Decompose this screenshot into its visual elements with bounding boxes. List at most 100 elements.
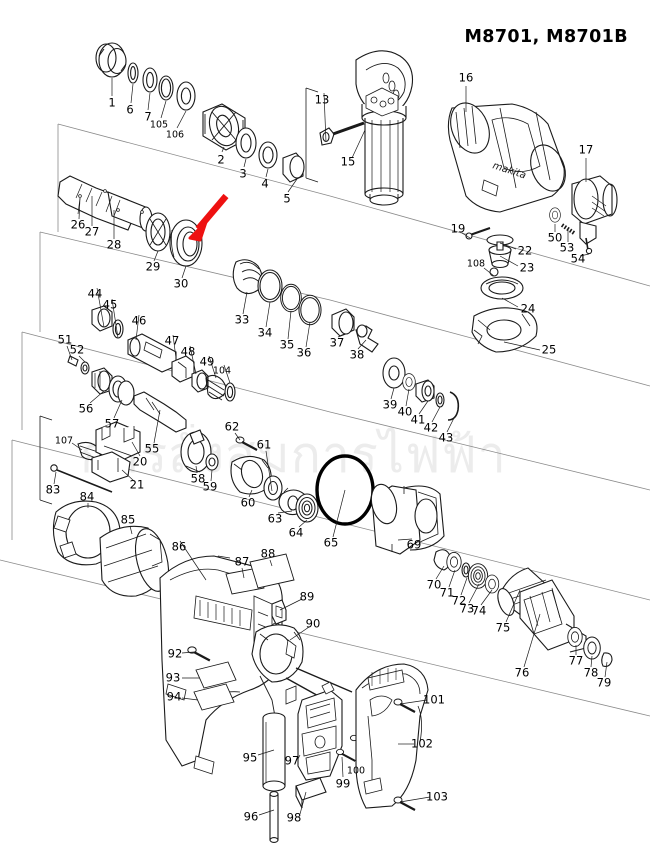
callout-59: 59: [202, 479, 218, 494]
part-37: [331, 308, 355, 337]
part-53: [560, 223, 576, 235]
part-73: [467, 563, 489, 589]
callout-6: 6: [126, 102, 134, 117]
callout-47: 47: [164, 333, 180, 348]
part-102: [355, 663, 429, 809]
callout-84: 84: [79, 489, 95, 504]
callout-19: 19: [450, 221, 466, 236]
callout-58: 58: [190, 471, 206, 486]
callout-22: 22: [517, 243, 533, 258]
part-21: [91, 451, 131, 483]
part-17: [571, 175, 618, 225]
part-97: [285, 681, 343, 781]
callout-78: 78: [583, 665, 599, 680]
part-24: [480, 276, 524, 300]
part-98: [295, 777, 327, 809]
callout-63: 63: [267, 511, 283, 526]
part-45: [112, 319, 124, 339]
part-43: [447, 391, 460, 421]
page-title: M8701, M8701B: [464, 27, 628, 47]
part-23: [488, 241, 512, 269]
callout-28: 28: [106, 237, 122, 252]
callout-69: 69: [406, 537, 422, 552]
part-64: [295, 493, 319, 523]
callout-74: 74: [471, 603, 487, 618]
callout-89: 89: [299, 589, 315, 604]
part-56: [91, 367, 113, 395]
callout-71: 71: [439, 585, 455, 600]
callout-103: 103: [426, 789, 448, 804]
part-28: [57, 175, 153, 232]
callout-106: 106: [165, 129, 185, 141]
part-99: [335, 748, 357, 762]
callout-15: 15: [340, 154, 356, 169]
callout-26: 26: [70, 217, 86, 232]
callout-34: 34: [257, 325, 273, 340]
callout-79: 79: [596, 675, 612, 690]
part-51: [67, 355, 79, 367]
part-95: [262, 712, 286, 792]
callout-48: 48: [180, 344, 196, 359]
callout-17: 17: [578, 142, 594, 157]
callout-33: 33: [234, 312, 250, 327]
callout-2: 2: [217, 152, 225, 167]
part-19: [465, 227, 491, 240]
callout-37: 37: [329, 335, 345, 350]
callout-60: 60: [240, 495, 256, 510]
callout-52: 52: [69, 342, 85, 357]
part-48: [191, 369, 209, 393]
part-59: [205, 453, 219, 471]
part-96: [269, 791, 279, 843]
callout-51: 51: [57, 332, 73, 347]
callout-53: 53: [559, 240, 575, 255]
callout-100: 100: [346, 765, 366, 777]
callout-70: 70: [426, 577, 442, 592]
callout-13: 13: [314, 92, 330, 107]
part-5: [282, 152, 305, 183]
part-49: [205, 374, 227, 401]
callout-83: 83: [45, 482, 61, 497]
part-50: [549, 207, 561, 223]
callout-16: 16: [458, 70, 474, 85]
part-105: [158, 75, 174, 101]
callout-46: 46: [131, 313, 147, 328]
callout-57: 57: [104, 416, 120, 431]
part-1: [95, 42, 127, 78]
part-90: [251, 624, 353, 723]
part-106: [176, 81, 196, 111]
part-69: [370, 483, 445, 555]
part-15: [355, 50, 414, 206]
part-88: [249, 553, 295, 589]
part-41: [415, 379, 435, 403]
callout-45: 45: [102, 297, 118, 312]
part-104: [224, 382, 236, 402]
callout-27: 27: [84, 224, 100, 239]
callout-105: 105: [149, 119, 169, 131]
callout-39: 39: [382, 397, 398, 412]
part-4: [258, 141, 278, 169]
part-34: [257, 269, 283, 303]
red-annotation-arrow: [188, 193, 229, 242]
callout-108: 108: [466, 258, 486, 270]
callout-76: 76: [514, 665, 530, 680]
callout-7: 7: [144, 109, 152, 124]
callout-85: 85: [120, 512, 136, 527]
part-38: [355, 324, 379, 353]
part-35: [280, 283, 302, 313]
part-44: [91, 305, 113, 332]
callout-73: 73: [459, 601, 475, 616]
part-108: [489, 267, 499, 277]
leader-lines: [53, 78, 608, 816]
callout-88: 88: [260, 546, 276, 561]
callout-54: 54: [570, 251, 586, 266]
callout-20: 20: [132, 454, 148, 469]
group-side-handle: [319, 50, 414, 206]
part-42: [435, 392, 445, 408]
part-58: [180, 429, 212, 473]
callout-30: 30: [173, 276, 189, 291]
part-39: [382, 357, 406, 389]
callout-102: 102: [411, 736, 433, 751]
callout-75: 75: [495, 620, 511, 635]
